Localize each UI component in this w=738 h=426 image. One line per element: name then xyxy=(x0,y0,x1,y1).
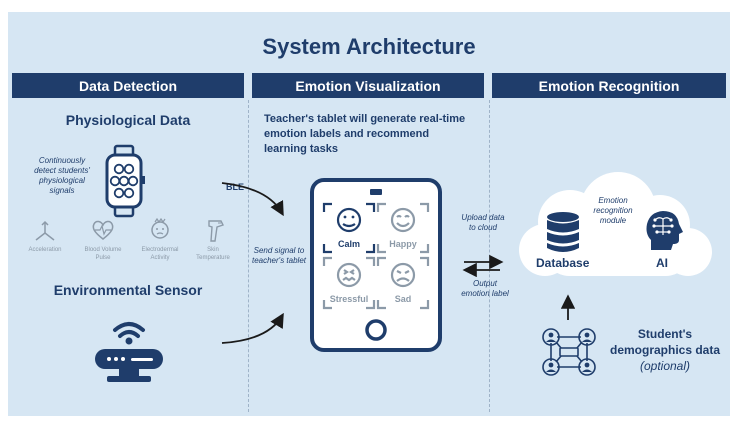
column-divider xyxy=(248,100,249,412)
emotion-label-happy: Happy xyxy=(389,239,417,249)
demographics-label: Student's demographics data (optional) xyxy=(604,326,726,374)
header-emotion-visualization: Emotion Visualization xyxy=(252,73,484,98)
tablet-icon xyxy=(310,178,442,352)
send-signal-caption: Send signal to teacher's tablet xyxy=(251,246,306,265)
acceleration-icon xyxy=(35,220,55,241)
ble-label: BLE xyxy=(226,182,244,192)
signal-label-blood-volume-pulse: Blood Volume Pulse xyxy=(84,247,122,261)
tablet-description: Teacher's tablet will generate real-time… xyxy=(264,113,466,155)
database-label: Database xyxy=(536,256,590,270)
signal-label-acceleration: Acceleration xyxy=(28,247,62,253)
emotion-label-sad: Sad xyxy=(394,294,412,304)
database-icon xyxy=(547,212,579,252)
electrodermal-activity-icon xyxy=(151,217,169,239)
header-data-detection: Data Detection xyxy=(12,73,244,98)
blood-volume-pulse-icon xyxy=(92,220,114,240)
demographics-network-icon xyxy=(542,328,596,376)
emotion-label-stressful: Stressful xyxy=(329,294,369,304)
sensor-arrow xyxy=(221,312,284,344)
physiological-data-title: Physiological Data xyxy=(65,112,191,128)
router-icon xyxy=(95,322,163,382)
diagram-title: System Architecture xyxy=(262,34,476,59)
ai-label: AI xyxy=(656,256,668,270)
smartwatch-icon xyxy=(105,144,145,218)
upload-caption: Upload data to cloud xyxy=(461,213,505,232)
module-caption: Emotion recognition module xyxy=(593,196,633,225)
emotion-label-calm: Calm xyxy=(337,239,360,249)
ai-head-icon xyxy=(646,211,683,250)
optional-label: (optional) xyxy=(639,359,691,373)
signal-label-electrodermal-activity: Electrodermal Activity xyxy=(141,247,179,261)
physiological-caption: Continuously detect students' physiologi… xyxy=(34,156,90,195)
header-emotion-recognition: Emotion Recognition xyxy=(492,73,726,98)
environmental-sensor-title: Environmental Sensor xyxy=(53,282,203,298)
output-caption: Output emotion label xyxy=(461,279,509,298)
skin-temperature-icon xyxy=(208,220,224,242)
signal-label-skin-temperature: Skin Temperature xyxy=(196,247,230,261)
ble-arrow xyxy=(221,182,284,217)
